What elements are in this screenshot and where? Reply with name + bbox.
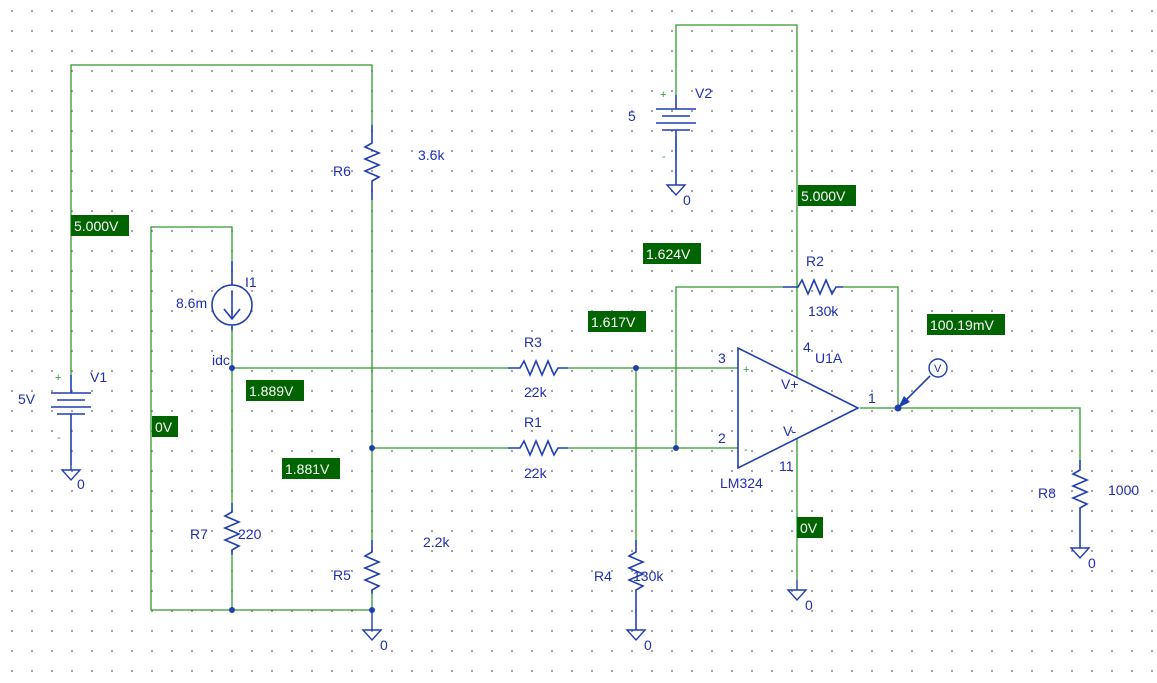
opamp-pin-1: 1	[868, 390, 876, 406]
resistor-r7[interactable]	[222, 503, 242, 555]
voltage-source-v1[interactable]	[51, 375, 91, 465]
svg-text:5.000V: 5.000V	[74, 218, 119, 234]
resistor-r5[interactable]	[362, 540, 382, 594]
opamp-vminus-label: V-	[783, 423, 797, 439]
resistor-r3[interactable]	[508, 358, 568, 378]
opamp-pin-2: 2	[718, 430, 726, 446]
label-r2-name: R2	[806, 253, 824, 269]
label-u1a-part: LM324	[720, 475, 763, 491]
ground-v2	[665, 184, 687, 197]
current-source-i1[interactable]	[211, 261, 253, 330]
svg-text:1.617V: 1.617V	[591, 314, 636, 330]
label-r3-name: R3	[524, 334, 542, 350]
ground-label-r5: 0	[380, 637, 388, 653]
resistor-r4[interactable]	[626, 540, 646, 630]
label-r5-name: R5	[333, 567, 351, 583]
voltage-marker-v1-top[interactable]: 5.000V	[71, 215, 129, 236]
voltage-marker-idc-node[interactable]: 1.889V	[246, 380, 304, 401]
opamp-u1a[interactable]	[737, 346, 860, 470]
voltage-marker-output[interactable]: 100.19mV	[927, 314, 1005, 335]
svg-text:1.889V: 1.889V	[249, 383, 294, 399]
svg-text:1.881V: 1.881V	[285, 461, 330, 477]
resistor-r1[interactable]	[508, 438, 568, 458]
resistor-r6[interactable]	[362, 125, 382, 200]
v2-minus-mark: -	[662, 151, 666, 163]
voltage-marker-vneg[interactable]: 0V	[797, 517, 823, 538]
probe-label: V	[934, 363, 942, 375]
voltage-source-v2[interactable]	[656, 95, 696, 185]
label-v2-name: V2	[695, 85, 712, 101]
label-r1-name: R1	[524, 414, 542, 430]
label-i1-value: 8.6m	[176, 295, 207, 311]
label-i1-name: I1	[245, 274, 257, 290]
label-r7-name: R7	[190, 526, 208, 542]
v1-minus-mark: -	[57, 432, 61, 444]
label-v1-name: V1	[90, 369, 107, 385]
label-v1-value: 5V	[18, 391, 36, 407]
ground-label-r4: 0	[644, 637, 652, 653]
ground-label-v1: 0	[77, 476, 85, 492]
label-r5-value: 2.2k	[423, 534, 450, 550]
ground-r5	[361, 610, 383, 642]
label-r7-value: 220	[238, 526, 262, 542]
label-v2-value: 5	[628, 108, 636, 124]
label-r3-value: 22k	[524, 384, 548, 400]
opamp-vplus-label: V+	[781, 376, 799, 392]
opamp-minus-sign: -	[744, 444, 748, 456]
v2-plus-mark: +	[660, 89, 666, 101]
label-r1-value: 22k	[524, 465, 548, 481]
label-r4-value: 130k	[633, 568, 664, 584]
ground-opamp	[786, 580, 808, 602]
label-r2-value: 130k	[808, 303, 839, 319]
label-r8-name: R8	[1038, 485, 1056, 501]
voltage-probe[interactable]: V	[897, 358, 948, 409]
svg-text:0V: 0V	[800, 520, 818, 536]
junctions	[229, 365, 902, 613]
voltage-marker-r6-r5-node[interactable]: 1.881V	[282, 458, 340, 479]
resistor-r2[interactable]	[783, 277, 843, 297]
opamp-plus-sign: +	[743, 364, 749, 376]
ground-v1	[60, 465, 82, 482]
voltage-marker-left-loop[interactable]: 0V	[152, 416, 178, 437]
svg-text:5.000V: 5.000V	[801, 188, 846, 204]
ground-r8	[1069, 547, 1091, 560]
opamp-pin-3: 3	[718, 350, 726, 366]
wires	[70, 24, 1081, 611]
ground-label-opamp: 0	[805, 597, 813, 613]
ground-label-r8: 0	[1088, 555, 1096, 571]
resistor-r8[interactable]	[1070, 460, 1090, 548]
svg-text:100.19mV: 100.19mV	[930, 317, 994, 333]
ground-r4	[625, 629, 647, 642]
label-r8-value: 1000	[1108, 482, 1139, 498]
opamp-pin-11: 11	[779, 458, 794, 474]
opamp-pin-4: 4	[803, 339, 811, 355]
label-r4-name: R4	[594, 568, 612, 584]
svg-text:1.624V: 1.624V	[646, 246, 691, 262]
label-r6-value: 3.6k	[418, 147, 445, 163]
label-i1-type: idc	[212, 352, 230, 368]
voltage-marker-noninv-input[interactable]: 1.617V	[588, 311, 646, 332]
voltage-marker-inv-input[interactable]: 1.624V	[643, 243, 701, 264]
svg-text:0V: 0V	[155, 419, 173, 435]
label-u1a-name: U1A	[815, 350, 843, 366]
ground-label-v2: 0	[683, 192, 691, 208]
voltage-marker-v2-supply[interactable]: 5.000V	[798, 185, 856, 206]
label-r6-name: R6	[333, 163, 351, 179]
v1-plus-mark: +	[55, 372, 61, 384]
